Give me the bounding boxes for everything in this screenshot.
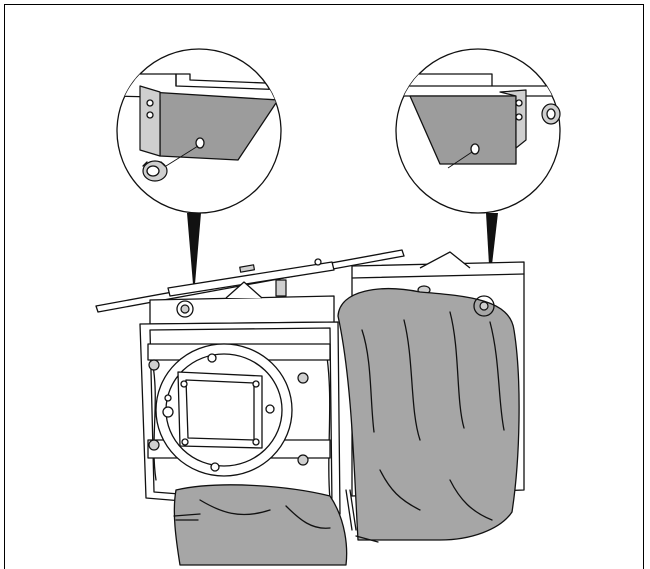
right-bracket-plate	[409, 95, 517, 165]
right-detail-callout	[395, 48, 561, 282]
right-highlight-circle	[473, 295, 495, 317]
square-cover	[177, 371, 263, 449]
bag-bottom	[173, 484, 348, 566]
bag-right	[337, 288, 520, 541]
nut-icon	[541, 103, 561, 125]
left-callout-pointer	[187, 213, 201, 296]
main-assembly	[95, 249, 525, 566]
left-highlight-circle	[176, 300, 194, 318]
left-detail-callout	[116, 48, 282, 296]
nut-icon	[142, 160, 168, 182]
